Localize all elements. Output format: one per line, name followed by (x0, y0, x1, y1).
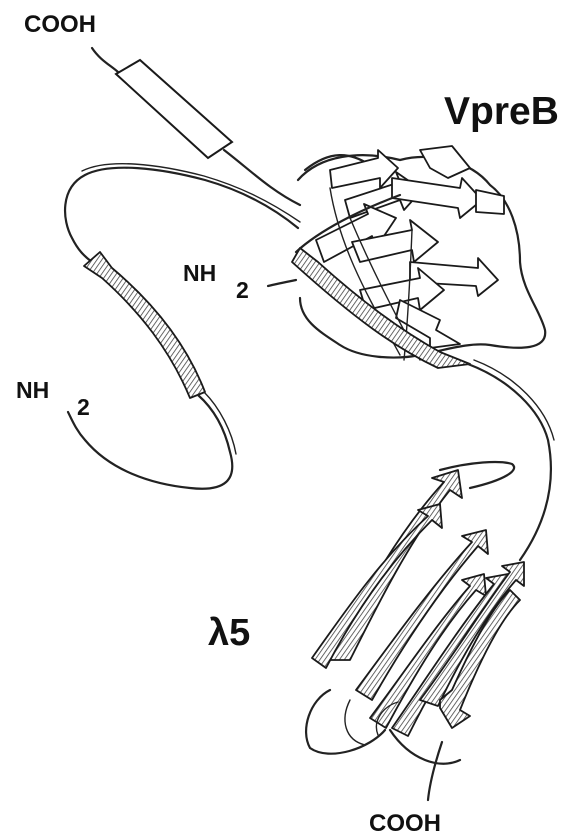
cooh-label-bottom: COOH (369, 812, 441, 836)
vpreb-helix (116, 60, 232, 158)
nh2-label-mid-subscript: 2 (236, 279, 249, 302)
nh2-label-left: NH (16, 379, 49, 402)
nh2-label-left-subscript: 2 (77, 396, 90, 419)
vpreb-label: VpreB (444, 92, 559, 131)
vpreb-domain (298, 146, 545, 360)
lambda5-cterm-tail (428, 742, 442, 800)
nh2-mid-tail (268, 280, 296, 286)
lambda5-label: λ5 (208, 614, 250, 652)
lambda5-domain (306, 462, 524, 764)
vpreb-cterm-tail (92, 48, 118, 72)
vpreb-large-loop (65, 164, 300, 262)
cooh-label-top: COOH (24, 13, 96, 37)
vpreb-lambda5-linker (468, 360, 554, 560)
left-strand-loop-to-nterm (68, 392, 236, 489)
nh2-label-mid: NH (183, 262, 216, 285)
vpreb-linker-to-domain (224, 150, 300, 205)
